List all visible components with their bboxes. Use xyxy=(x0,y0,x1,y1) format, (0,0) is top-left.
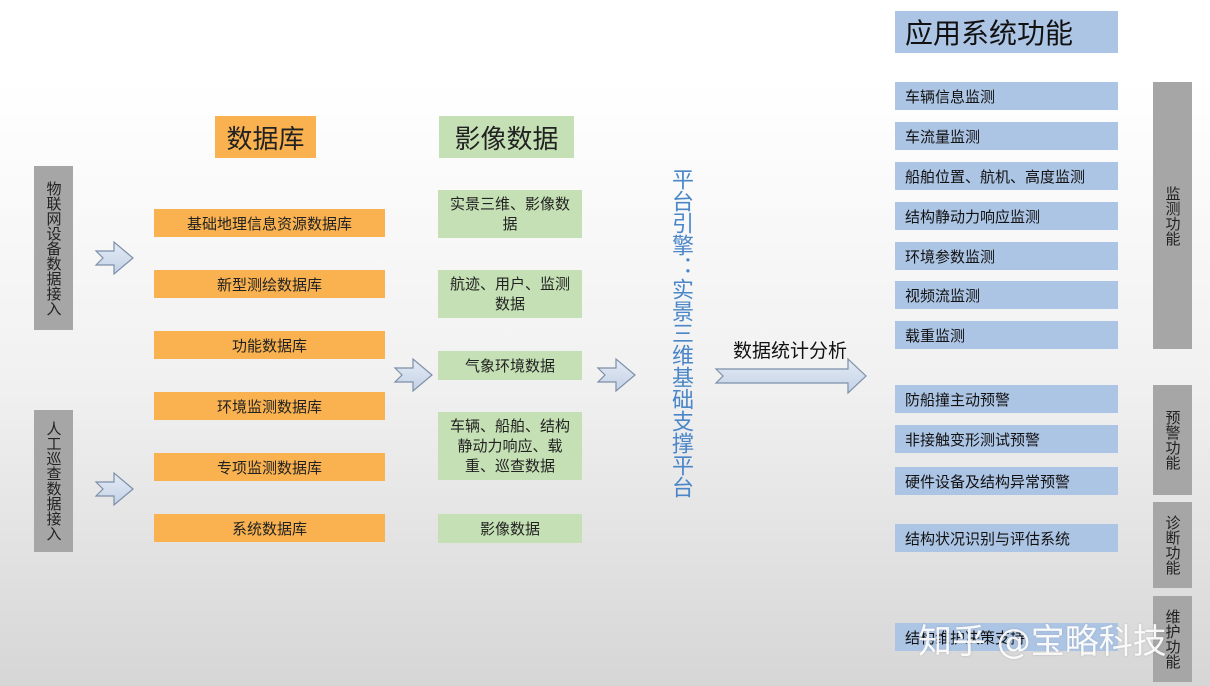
function-item: 船舶位置、航机、高度监测 xyxy=(895,162,1118,190)
database-item: 系统数据库 xyxy=(154,514,385,542)
function-item: 结构状况识别与评估系统 xyxy=(895,524,1118,552)
function-item: 车流量监测 xyxy=(895,122,1118,150)
warning-category: 预警功能 xyxy=(1153,385,1192,495)
imagery-title: 影像数据 xyxy=(439,116,574,158)
maintenance-category-label: 维护功能 xyxy=(1163,609,1182,669)
function-item: 视频流监测 xyxy=(895,281,1118,309)
platform-label: 平台引擎：实景三维基础支撑平台 xyxy=(668,168,693,498)
monitoring-category: 监测功能 xyxy=(1153,82,1192,349)
database-item: 专项监测数据库 xyxy=(154,453,385,481)
watermark: 知乎 @宝略科技 xyxy=(918,622,1167,662)
function-item: 防船撞主动预警 xyxy=(895,385,1118,413)
maintenance-category: 维护功能 xyxy=(1153,596,1192,682)
monitoring-category-label: 监测功能 xyxy=(1163,185,1182,246)
database-item: 基础地理信息资源数据库 xyxy=(154,209,385,237)
database-item: 环境监测数据库 xyxy=(154,392,385,420)
imagery-item: 实景三维、影像数据 xyxy=(438,190,582,238)
imagery-item: 车辆、船舶、结构静动力响应、载重、巡查数据 xyxy=(438,412,582,480)
database-title: 数据库 xyxy=(215,116,316,158)
database-item: 新型测绘数据库 xyxy=(154,270,385,298)
iot-input-box: 物联网设备数据接入 xyxy=(34,166,73,330)
imagery-item: 气象环境数据 xyxy=(438,351,582,380)
arrow-right-icon xyxy=(94,240,134,276)
warning-category-label: 预警功能 xyxy=(1163,410,1182,470)
function-item: 环境参数监测 xyxy=(895,242,1118,270)
function-item: 载重监测 xyxy=(895,321,1118,349)
arrow-right-icon xyxy=(393,357,433,393)
function-item: 非接触变形测试预警 xyxy=(895,425,1118,453)
diagnosis-category: 诊断功能 xyxy=(1153,502,1192,588)
functions-title: 应用系统功能 xyxy=(895,11,1118,53)
function-item: 结构维护决策支持 xyxy=(895,623,1118,651)
analysis-label: 数据统计分析 xyxy=(733,340,848,362)
imagery-item: 航迹、用户、监测数据 xyxy=(438,270,582,318)
imagery-item: 影像数据 xyxy=(438,514,582,543)
function-item: 结构静动力响应监测 xyxy=(895,202,1118,230)
arrow-right-icon xyxy=(94,471,134,507)
function-item: 车辆信息监测 xyxy=(895,82,1118,110)
manual-input-label: 人工巡查数据接入 xyxy=(44,421,63,541)
database-item: 功能数据库 xyxy=(154,331,385,359)
iot-input-label: 物联网设备数据接入 xyxy=(44,180,63,316)
function-item: 硬件设备及结构异常预警 xyxy=(895,467,1118,495)
manual-input-box: 人工巡查数据接入 xyxy=(34,410,73,552)
long-arrow-right-icon xyxy=(714,357,867,395)
arrow-right-icon xyxy=(596,357,636,393)
diagnosis-category-label: 诊断功能 xyxy=(1163,515,1182,575)
